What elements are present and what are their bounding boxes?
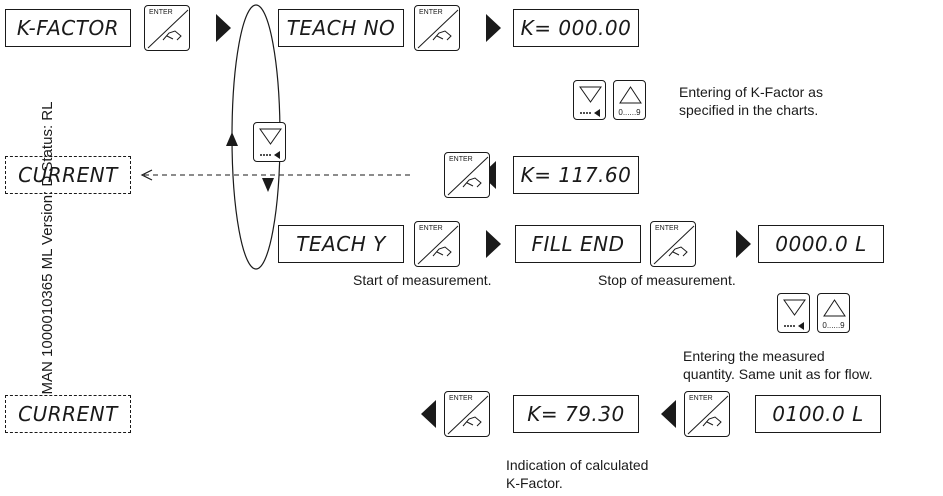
display-current-bottom: CURRENT xyxy=(5,395,131,433)
display-teach-no: TEACH NO xyxy=(278,9,404,47)
enter-key-label: ENTER xyxy=(655,225,679,232)
up-arrow-key[interactable]: 0......9 xyxy=(613,80,646,120)
down-arrow-key[interactable] xyxy=(777,293,810,333)
enter-key-label: ENTER xyxy=(419,225,443,232)
display-volume-zero: 0000.0 L xyxy=(758,225,884,263)
hand-press-icon xyxy=(687,395,729,435)
display-current-top: CURRENT xyxy=(5,156,131,194)
up-triangle-icon xyxy=(823,299,846,317)
hand-press-icon xyxy=(147,9,189,49)
note-indication-k-factor: Indication of calculated K-Factor. xyxy=(506,457,649,491)
enter-key[interactable]: ENTER xyxy=(684,391,730,437)
hand-press-icon xyxy=(417,225,459,265)
display-teach-y: TEACH Y xyxy=(278,225,404,263)
enter-key[interactable]: ENTER xyxy=(144,5,190,51)
enter-key-label: ENTER xyxy=(689,395,713,402)
arrow-right xyxy=(486,14,501,42)
loop-arrow-down xyxy=(262,178,274,192)
down-arrow-key[interactable] xyxy=(253,122,286,162)
note-stop-measurement: Stop of measurement. xyxy=(598,272,736,288)
enter-key-label: ENTER xyxy=(149,9,173,16)
arrow-left xyxy=(421,400,436,428)
hand-press-icon xyxy=(447,395,489,435)
display-k-79: K= 79.30 xyxy=(513,395,639,433)
down-arrow-key[interactable] xyxy=(573,80,606,120)
note-entering-k-factor: Entering of K-Factor as specified in the… xyxy=(679,84,823,118)
dashed-arrowhead xyxy=(140,169,153,181)
display-fill-end: FILL END xyxy=(515,225,641,263)
loop-arrow-up xyxy=(226,132,238,146)
document-reference-label: MAN 1000010365 ML Version: D Status: RL xyxy=(39,101,56,395)
arrow-right xyxy=(736,230,751,258)
enter-key[interactable]: ENTER xyxy=(444,152,490,198)
down-triangle-icon xyxy=(259,128,282,159)
down-triangle-icon xyxy=(783,299,806,330)
display-k-117: K= 117.60 xyxy=(513,156,639,194)
arrow-right xyxy=(486,230,501,258)
display-volume-100: 0100.0 L xyxy=(755,395,881,433)
enter-key-label: ENTER xyxy=(419,9,443,16)
enter-key[interactable]: ENTER xyxy=(414,221,460,267)
display-k-factor: K-FACTOR xyxy=(5,9,131,47)
enter-key[interactable]: ENTER xyxy=(650,221,696,267)
enter-key-label: ENTER xyxy=(449,156,473,163)
arrow-left xyxy=(661,400,676,428)
hand-press-icon xyxy=(447,156,489,196)
display-k-zero: K= 000.00 xyxy=(513,9,639,47)
enter-key[interactable]: ENTER xyxy=(444,391,490,437)
arrow-right xyxy=(216,14,231,42)
up-triangle-icon xyxy=(619,86,642,104)
note-start-measurement: Start of measurement. xyxy=(353,272,492,288)
hand-press-icon xyxy=(653,225,695,265)
enter-key-label: ENTER xyxy=(449,395,473,402)
up-arrow-key[interactable]: 0......9 xyxy=(817,293,850,333)
down-triangle-icon xyxy=(579,86,602,117)
note-entering-quantity: Entering the measured quantity. Same uni… xyxy=(683,348,873,382)
digit-range-label: 0......9 xyxy=(822,321,845,330)
digit-range-label: 0......9 xyxy=(618,108,641,117)
hand-press-icon xyxy=(417,9,459,49)
enter-key[interactable]: ENTER xyxy=(414,5,460,51)
